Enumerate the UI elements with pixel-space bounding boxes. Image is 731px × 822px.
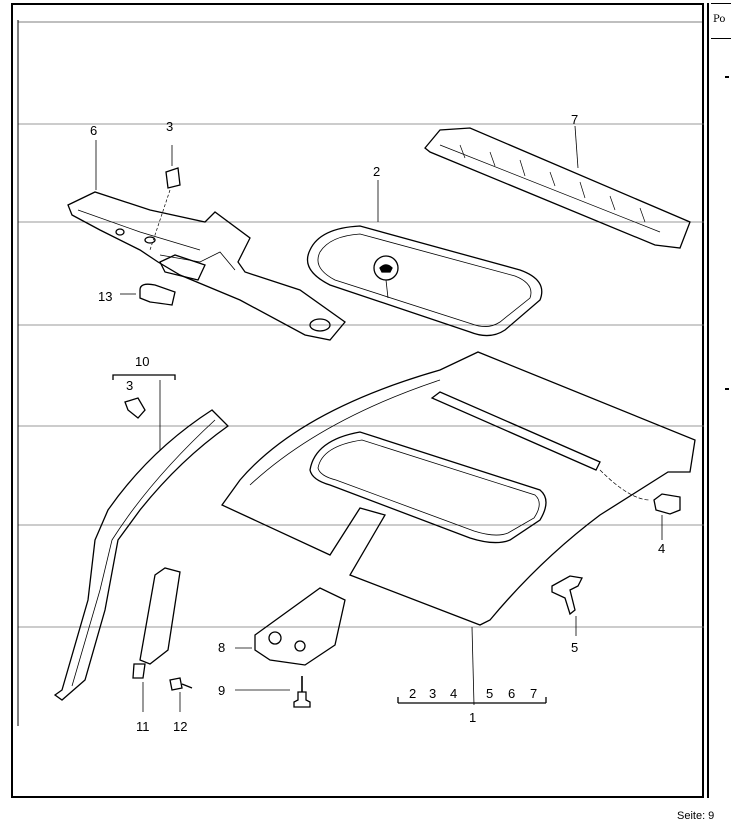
bracket-5 xyxy=(551,575,583,636)
a-pillar-trim xyxy=(53,374,230,701)
part-13-bracket xyxy=(120,283,176,306)
bolt-9 xyxy=(235,676,311,708)
bracket-label: 2 xyxy=(409,686,416,701)
grid-lines xyxy=(18,123,704,628)
callout-3: 3 xyxy=(166,119,173,134)
front-header-panel xyxy=(67,191,346,341)
group-bracket-labels: 2 3 4 5 6 7 xyxy=(409,686,537,701)
clip-3-lower xyxy=(124,397,146,419)
page-footer: Seite: 9 xyxy=(677,810,715,822)
callout-3: 3 xyxy=(126,378,133,393)
weatherstrip-11 xyxy=(132,567,181,712)
callout-1: 1 xyxy=(469,710,476,725)
rear-roof-rail xyxy=(424,125,691,249)
callout-4: 4 xyxy=(658,541,665,556)
callout-5: 5 xyxy=(571,640,578,655)
clip-3-top xyxy=(149,145,181,251)
parts-list-column: Po xyxy=(711,3,731,799)
bracket-label: 4 xyxy=(450,686,457,701)
column-header: Po xyxy=(713,14,726,25)
rear-window-seal xyxy=(306,180,543,337)
column-header-rule xyxy=(711,38,731,39)
bracket-label: 3 xyxy=(429,686,436,701)
diagram-frame xyxy=(11,3,704,798)
group-bracket xyxy=(397,697,547,704)
callout-7: 7 xyxy=(571,112,578,127)
roof-panel xyxy=(221,351,696,706)
bracket-8 xyxy=(235,587,346,666)
callout-2: 2 xyxy=(373,164,380,179)
bracket-label: 7 xyxy=(530,686,537,701)
callout-8: 8 xyxy=(218,640,225,655)
callout-13: 13 xyxy=(98,289,112,304)
callout-11: 11 xyxy=(136,719,150,734)
screw-12 xyxy=(169,677,193,712)
callout-10: 10 xyxy=(135,354,149,369)
bracket-label: 5 xyxy=(486,686,493,701)
callout-6: 6 xyxy=(90,123,97,138)
frame-divider xyxy=(707,3,709,798)
clip-4 xyxy=(653,493,681,540)
column-mark xyxy=(725,388,729,390)
column-mark xyxy=(725,76,729,78)
callout-12: 12 xyxy=(173,719,187,734)
bracket-label: 6 xyxy=(508,686,515,701)
callout-9: 9 xyxy=(218,683,225,698)
